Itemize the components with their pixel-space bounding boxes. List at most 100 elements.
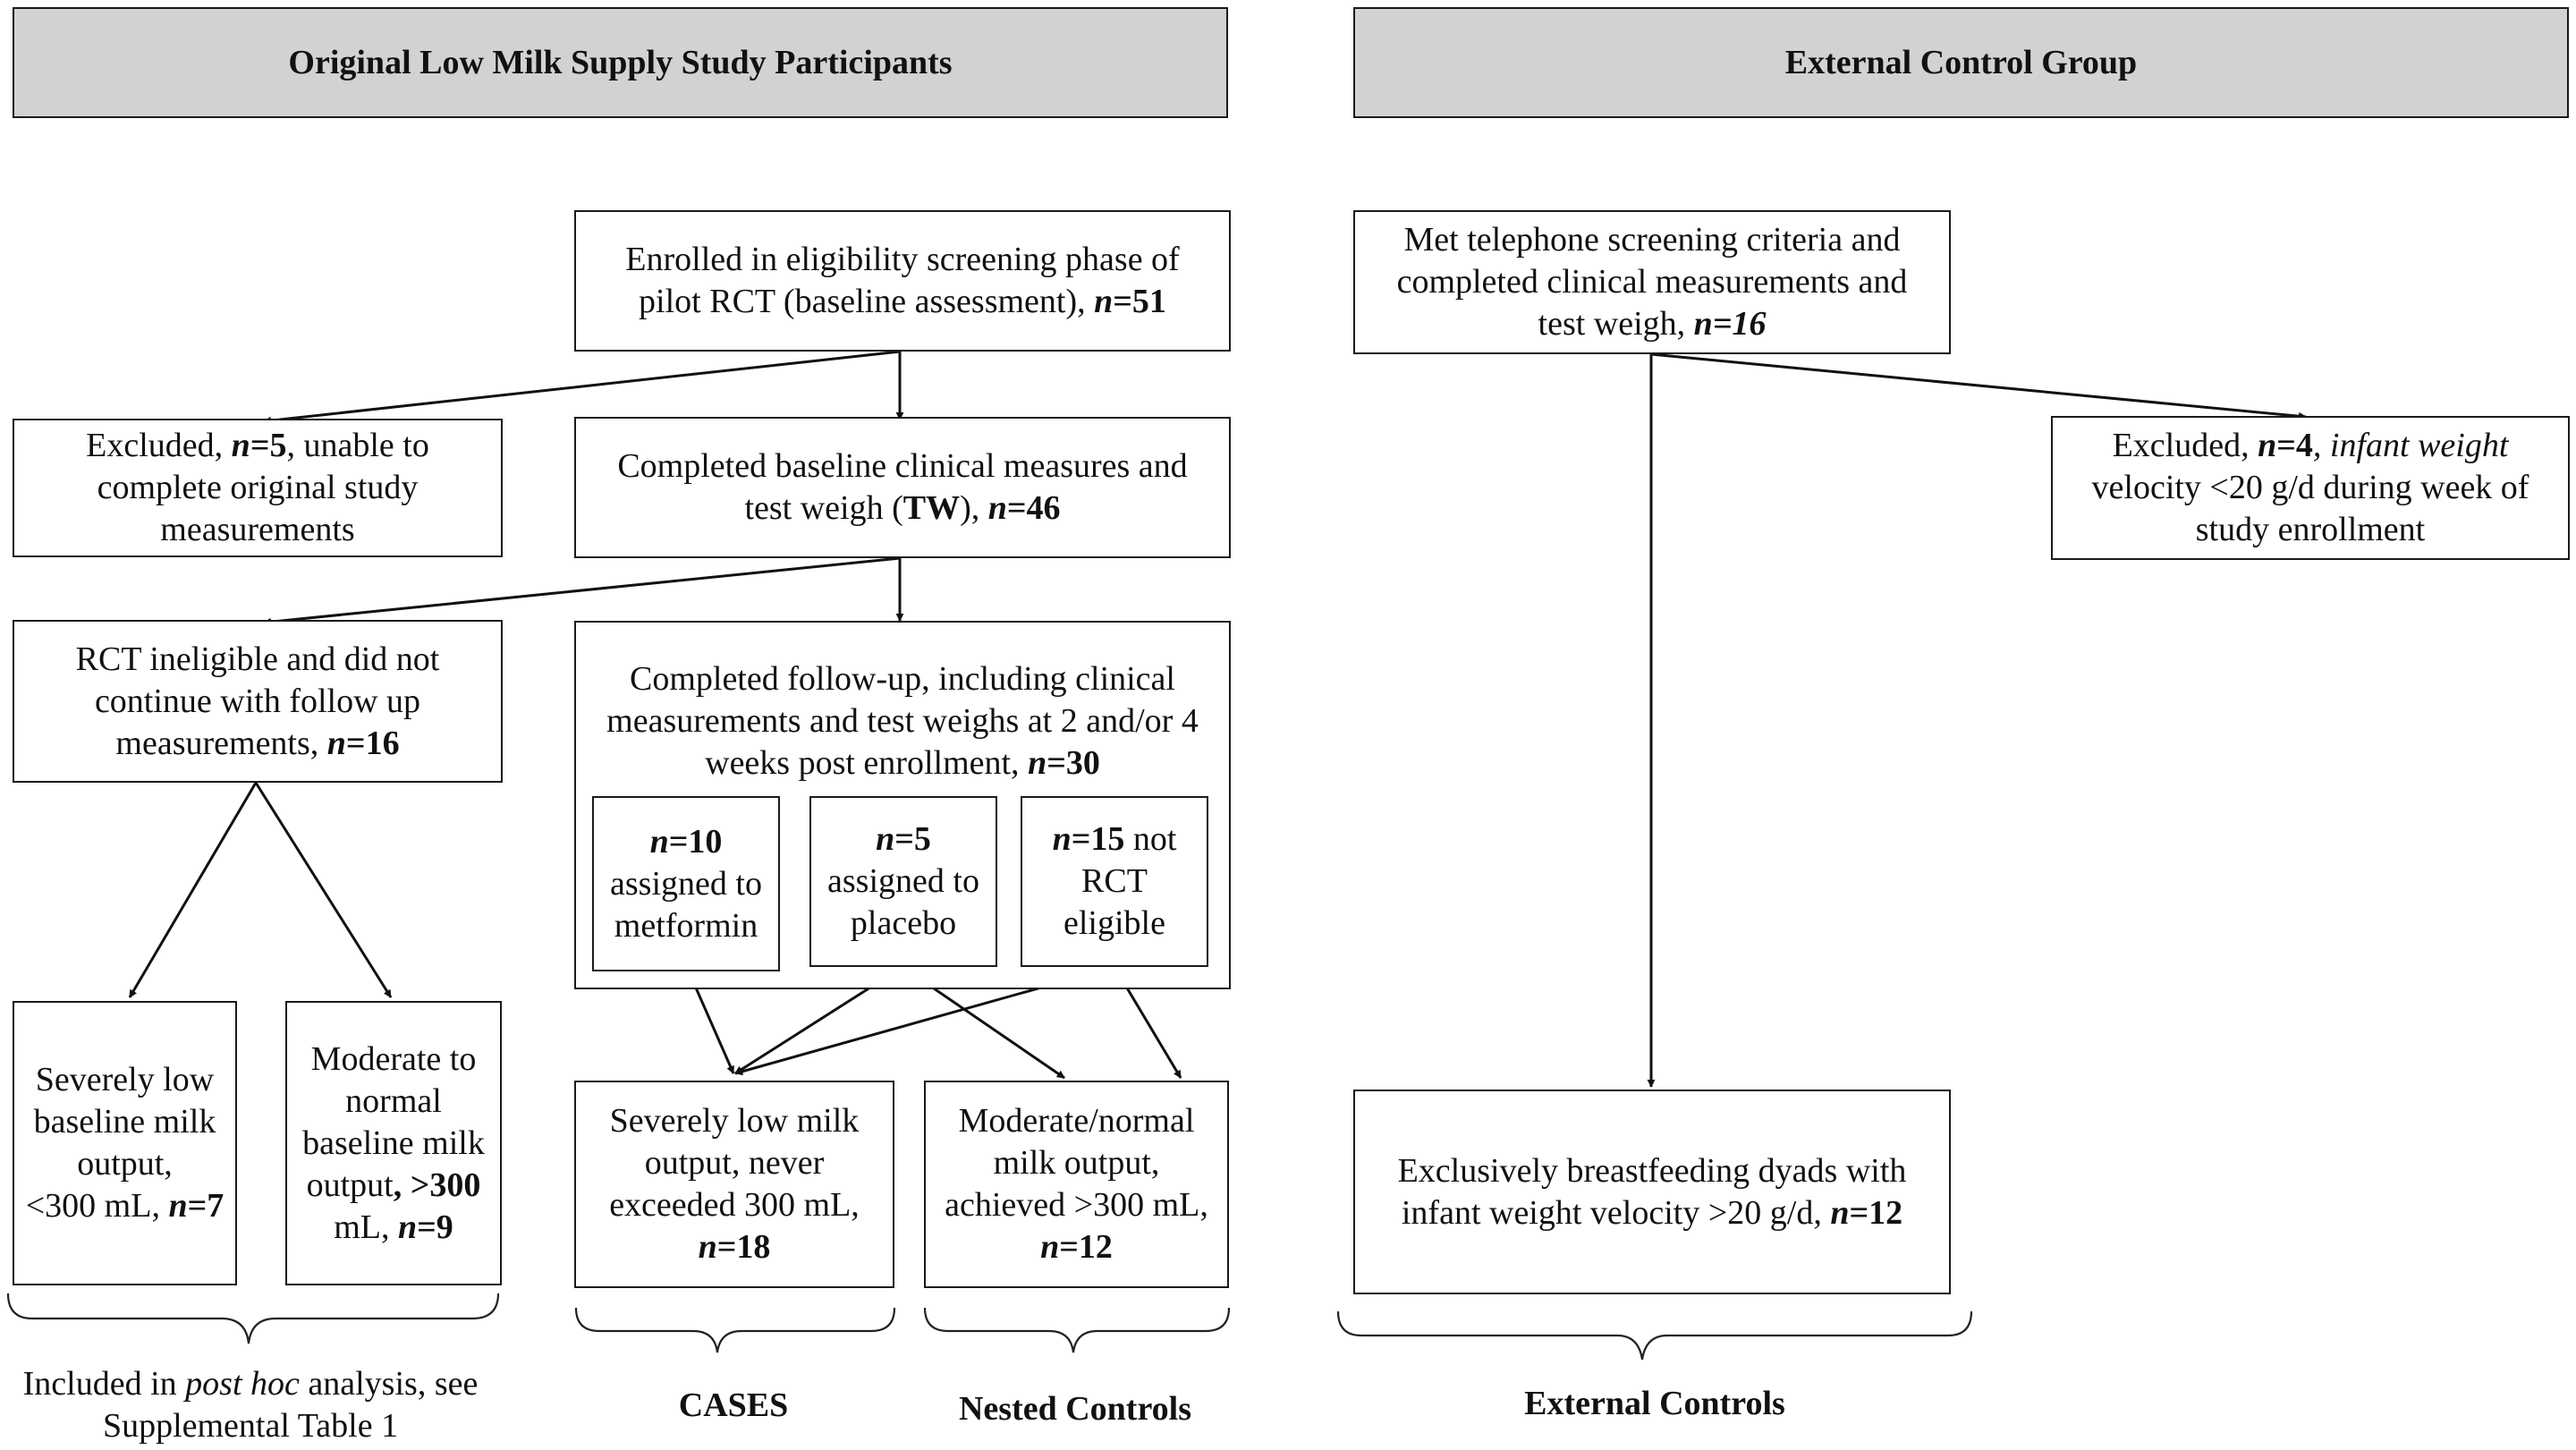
not-eligible-line3: eligible bbox=[1063, 904, 1165, 942]
telephone-line1: Met telephone screening criteria and bbox=[1403, 221, 1901, 259]
severe-baseline-value: =7 bbox=[187, 1187, 225, 1225]
header-original-participants-text: Original Low Milk Supply Study Participa… bbox=[288, 43, 953, 81]
box-external-breastfeeding: Exclusively breastfeeding dyads with inf… bbox=[1353, 1090, 1951, 1294]
excluded-right-value: =4 bbox=[2276, 427, 2313, 464]
excluded-right-pre: Excluded, bbox=[2112, 427, 2258, 464]
ineligible-line1: RCT ineligible and did not bbox=[75, 640, 440, 678]
placebo-value: =5 bbox=[894, 820, 931, 858]
nested-line2: milk output, bbox=[993, 1144, 1160, 1182]
followup-line1: Completed follow-up, including clinical bbox=[629, 660, 1175, 698]
enrolled-line1: Enrolled in eligibility screening phase … bbox=[625, 241, 1180, 278]
moderate-baseline-value: =9 bbox=[417, 1208, 453, 1246]
brace-cases bbox=[574, 1307, 896, 1353]
enrolled-line2: pilot RCT (baseline assessment), bbox=[639, 283, 1095, 320]
telephone-n: n bbox=[1693, 305, 1713, 343]
enrolled-value: =51 bbox=[1113, 283, 1166, 320]
arrow-ineligible-to-moderate bbox=[254, 782, 393, 998]
box-excluded-right: Excluded, n=4, infant weight velocity <2… bbox=[2051, 416, 2570, 560]
posthoc-part-b: post hoc bbox=[185, 1365, 300, 1403]
arrow-baseline-to-ineligible bbox=[263, 556, 901, 626]
box-rct-ineligible: RCT ineligible and did not continue with… bbox=[13, 620, 503, 783]
not-eligible-n: n bbox=[1052, 820, 1072, 858]
metformin-line3: metformin bbox=[614, 906, 758, 945]
metformin-line2: assigned to bbox=[610, 864, 762, 903]
severe-baseline-line2: baseline milk bbox=[33, 1103, 216, 1140]
cases-value: =18 bbox=[716, 1228, 771, 1266]
cases-n: n bbox=[698, 1228, 717, 1266]
nested-line3: achieved >300 mL, bbox=[945, 1186, 1208, 1224]
posthoc-part-a: Included in bbox=[22, 1365, 186, 1403]
excluded-right-n: n bbox=[2258, 427, 2277, 464]
moderate-baseline-line5: mL, bbox=[334, 1208, 398, 1246]
moderate-baseline-line4b: , >300 bbox=[393, 1166, 481, 1204]
posthoc-part-c: analysis, see bbox=[299, 1365, 479, 1403]
ineligible-n: n bbox=[326, 724, 346, 762]
placebo-line3: placebo bbox=[850, 904, 957, 942]
box-not-rct-eligible: n=15 not RCT eligible bbox=[1021, 796, 1208, 967]
box-telephone-screening: Met telephone screening criteria and com… bbox=[1353, 210, 1951, 354]
baseline-n: n bbox=[987, 489, 1007, 527]
header-original-participants: Original Low Milk Supply Study Participa… bbox=[13, 7, 1228, 118]
not-eligible-value: =15 bbox=[1071, 820, 1125, 858]
ineligible-value: =16 bbox=[345, 724, 400, 762]
moderate-baseline-line2: normal bbox=[345, 1081, 442, 1120]
label-cases: CASES bbox=[678, 1386, 789, 1424]
label-external-controls: External Controls bbox=[1524, 1385, 1785, 1422]
arrow-telephone-to-excluded bbox=[1650, 352, 2307, 420]
nested-n: n bbox=[1040, 1228, 1060, 1266]
telephone-line2: completed clinical measurements and bbox=[1396, 263, 1908, 301]
moderate-baseline-line3: baseline milk bbox=[302, 1124, 485, 1162]
cases-line1: Severely low milk bbox=[609, 1102, 860, 1140]
box-moderate-baseline: Moderate to normal baseline milk output,… bbox=[285, 1001, 502, 1285]
excluded-left-line3: measurements bbox=[160, 511, 355, 548]
box-nested-moderate-normal: Moderate/normal milk output, achieved >3… bbox=[924, 1081, 1229, 1288]
followup-line3: weeks post enrollment, bbox=[705, 744, 1029, 782]
brace-nested bbox=[923, 1307, 1231, 1353]
excluded-left-post: , unable to bbox=[286, 427, 429, 464]
followup-value: =30 bbox=[1046, 744, 1100, 782]
not-eligible-line1b: not bbox=[1124, 820, 1177, 858]
telephone-line3: test weigh, bbox=[1538, 305, 1694, 343]
ineligible-line2: continue with follow up bbox=[94, 682, 421, 720]
brace-posthoc bbox=[6, 1293, 500, 1344]
posthoc-part-d: Supplemental Table 1 bbox=[102, 1407, 399, 1445]
baseline-line2a: test weigh ( bbox=[744, 489, 903, 527]
nested-value: =12 bbox=[1059, 1228, 1113, 1266]
moderate-baseline-line4a: output bbox=[306, 1166, 394, 1204]
severe-baseline-n: n bbox=[168, 1187, 188, 1225]
arrow-ineligible-to-severe bbox=[128, 782, 258, 998]
enrolled-n: n bbox=[1094, 283, 1114, 320]
excluded-left-n: n bbox=[231, 427, 250, 464]
box-cases-severely-low: Severely low milk output, never exceeded… bbox=[574, 1081, 894, 1288]
external-line2: infant weight velocity >20 g/d, bbox=[1401, 1193, 1831, 1232]
box-placebo: n=5 assigned to placebo bbox=[809, 796, 997, 967]
cases-line3: exceeded 300 mL, bbox=[609, 1186, 860, 1224]
box-metformin: n=10 assigned to metformin bbox=[592, 796, 780, 971]
box-excluded-left: Excluded, n=5, unable to complete origin… bbox=[13, 419, 503, 557]
moderate-baseline-n: n bbox=[397, 1208, 418, 1246]
excluded-left-pre: Excluded, bbox=[86, 427, 232, 464]
excluded-right-line3: study enrollment bbox=[2195, 511, 2426, 548]
not-eligible-line2: RCT bbox=[1081, 862, 1148, 900]
moderate-baseline-line1: Moderate to bbox=[310, 1039, 477, 1078]
cases-line2: output, never bbox=[644, 1144, 825, 1182]
header-external-control-group: External Control Group bbox=[1353, 7, 2569, 118]
arrow-enrolled-to-excluded bbox=[263, 350, 901, 425]
box-completed-baseline: Completed baseline clinical measures and… bbox=[574, 417, 1231, 558]
box-enrolled-screening: Enrolled in eligibility screening phase … bbox=[574, 210, 1231, 352]
placebo-n: n bbox=[876, 820, 895, 858]
ineligible-line3: measurements, bbox=[115, 724, 327, 762]
baseline-tw: TW bbox=[902, 489, 961, 527]
severe-baseline-line4: <300 mL, bbox=[25, 1187, 169, 1225]
brace-external bbox=[1336, 1310, 1973, 1361]
label-nested-controls: Nested Controls bbox=[958, 1390, 1191, 1428]
external-n: n bbox=[1830, 1193, 1850, 1232]
baseline-value: =46 bbox=[1006, 489, 1061, 527]
excluded-right-post: , infant weight bbox=[2312, 427, 2509, 464]
telephone-value: =16 bbox=[1712, 305, 1767, 343]
excluded-left-value: =5 bbox=[250, 427, 287, 464]
external-value: =12 bbox=[1849, 1193, 1903, 1232]
metformin-n: n bbox=[649, 822, 669, 861]
external-line1: Exclusively breastfeeding dyads with bbox=[1397, 1151, 1907, 1190]
placebo-line2: assigned to bbox=[827, 862, 979, 900]
